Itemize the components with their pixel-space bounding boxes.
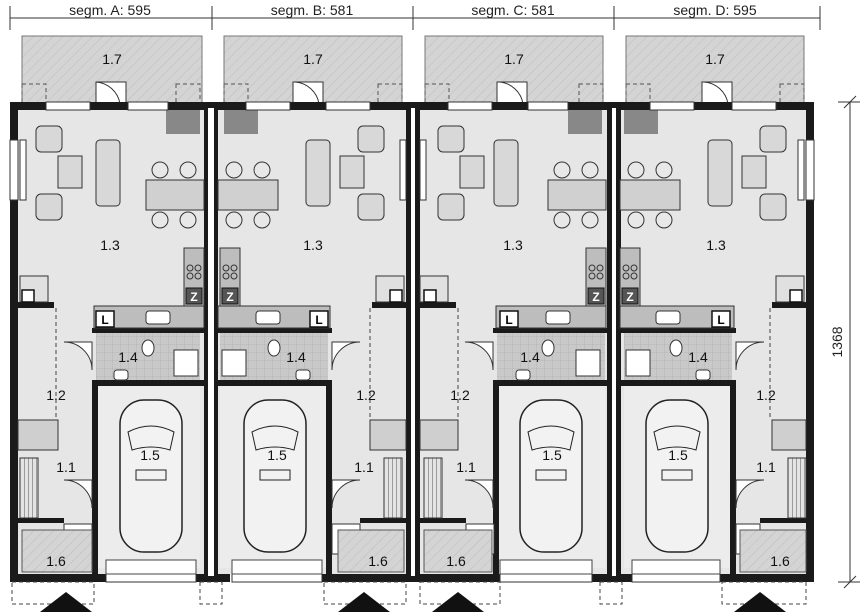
room-label-living-b: 1.3 (303, 237, 323, 253)
room-label-porch-a: 1.6 (46, 553, 66, 569)
sinks (145, 310, 681, 325)
room-label-terrace-b: 1.7 (303, 51, 323, 67)
laundry-symbols (95, 310, 731, 328)
hall-dashed-lines (55, 308, 771, 420)
room-label-hall-b: 1.2 (356, 387, 376, 403)
room-label-garage-b: 1.5 (267, 447, 287, 463)
porch-dashed-outlines (11, 581, 807, 605)
porches (21, 529, 807, 573)
fridge-symbols (185, 287, 639, 305)
room-label-garage-c: 1.5 (542, 447, 562, 463)
room-label-entrance-a: 1.1 (56, 459, 76, 475)
living-furniture (35, 125, 787, 221)
room-label-entrance-b: 1.1 (354, 459, 374, 475)
fridge-label-d: Z (626, 290, 633, 304)
walls (10, 102, 814, 582)
terraces (21, 35, 805, 105)
dining-chairs (151, 161, 673, 229)
segment-c-label: segm. C: 581 (471, 2, 554, 18)
cars (119, 399, 709, 553)
fridge-label-a: Z (190, 290, 197, 304)
room-label-bathroom-d: 1.4 (688, 349, 708, 365)
room-label-living-d: 1.3 (706, 237, 726, 253)
segment-a-label: segm. A: 595 (69, 2, 151, 18)
room-label-bathroom-c: 1.4 (520, 349, 540, 365)
room-label-hall-a: 1.2 (46, 387, 66, 403)
fridge-label-c: Z (592, 290, 599, 304)
room-label-entrance-d: 1.1 (756, 459, 776, 475)
radiators (19, 139, 805, 201)
depth-dimension-label: 1368 (829, 326, 845, 357)
room-label-terrace-d: 1.7 (705, 51, 725, 67)
room-label-terrace-c: 1.7 (504, 51, 524, 67)
windows (9, 101, 815, 583)
room-label-bathroom-a: 1.4 (118, 349, 138, 365)
room-label-entrance-c: 1.1 (456, 459, 476, 475)
interior-doors (63, 341, 765, 509)
laundry-label-d: L (717, 313, 724, 327)
boilers (21, 289, 803, 303)
cooktops (186, 264, 638, 280)
room-label-terrace-a: 1.7 (102, 51, 122, 67)
laundry-label-c: L (505, 313, 512, 327)
entrance-arrows (40, 592, 786, 612)
room-label-porch-b: 1.6 (368, 553, 388, 569)
segment-b-label: segm. B: 581 (271, 2, 354, 18)
room-label-hall-d: 1.2 (756, 387, 776, 403)
room-label-porch-c: 1.6 (446, 553, 466, 569)
fridge-label-b: Z (226, 290, 233, 304)
room-label-living-a: 1.3 (100, 237, 120, 253)
segment-dimension-bar: segm. A: 595 segm. B: 581 segm. C: 581 s… (9, 2, 821, 30)
laundry-label-a: L (101, 313, 108, 327)
room-label-garage-a: 1.5 (140, 447, 160, 463)
bathroom-fixtures (113, 339, 711, 381)
laundry-label-b: L (315, 313, 322, 327)
room-label-porch-d: 1.6 (770, 553, 790, 569)
room-label-hall-c: 1.2 (450, 387, 470, 403)
stairs (17, 419, 807, 519)
depth-dimension (838, 95, 860, 589)
segment-d-label: segm. D: 595 (673, 2, 756, 18)
room-label-bathroom-b: 1.4 (286, 349, 306, 365)
dining-tables (145, 179, 681, 211)
room-label-garage-d: 1.5 (668, 447, 688, 463)
car-windshields (127, 425, 701, 481)
front-window-sills (105, 559, 721, 575)
room-label-living-c: 1.3 (503, 237, 523, 253)
